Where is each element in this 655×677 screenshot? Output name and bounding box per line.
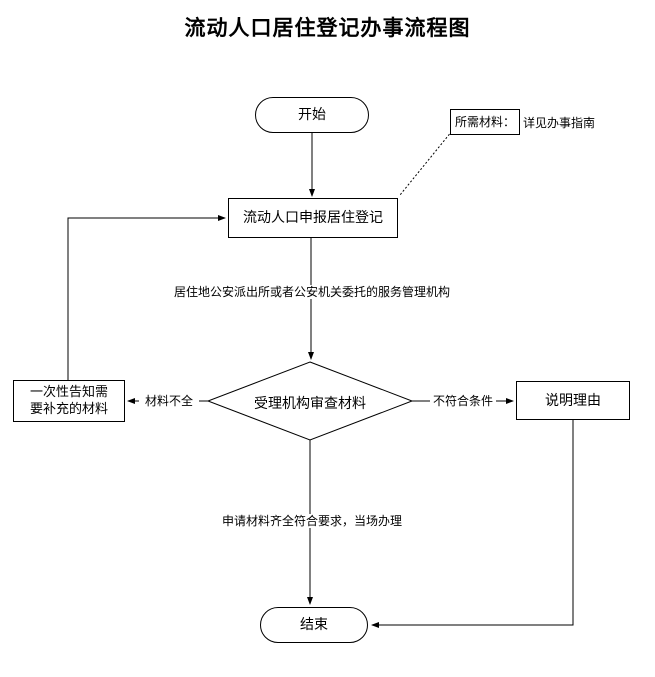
annotation-callout-line — [399, 130, 453, 196]
authority-edge-label: 居住地公安派出所或者公安机关委托的服务管理机构 — [157, 285, 467, 299]
edge-notify-to-apply — [67, 215, 226, 380]
materials-annotation-box: 所需材料： — [450, 109, 521, 135]
explain-reason-node: 说明理由 — [516, 381, 630, 420]
materials-annotation-text: 详见办事指南 — [523, 116, 596, 130]
page-title: 流动人口居住登记办事流程图 — [184, 15, 471, 40]
notify-missing-materials-node: 一次性告知需 要补充的材料 — [13, 380, 125, 422]
materials-annotation: 所需材料： 详见办事指南 — [450, 109, 595, 135]
end-node-label: 结束 — [300, 617, 328, 633]
review-decision-node: 受理机构审查材料 — [230, 393, 390, 413]
explain-reason-label: 说明理由 — [545, 392, 601, 409]
qualified-edge-label: 申请材料齐全符合要求，当场办理 — [212, 514, 412, 528]
apply-registration-node: 流动人口申报居住登记 — [228, 198, 398, 238]
start-node-label: 开始 — [298, 107, 326, 123]
apply-registration-label: 流动人口申报居住登记 — [243, 210, 383, 226]
start-node: 开始 — [255, 97, 369, 133]
notify-missing-materials-label: 一次性告知需 要补充的材料 — [29, 385, 108, 417]
review-decision-label: 受理机构审查材料 — [254, 396, 366, 412]
end-node: 结束 — [260, 607, 368, 643]
incomplete-materials-edge-label: 材料不全 — [139, 394, 199, 408]
edge-explain-to-end — [371, 420, 574, 628]
not-qualified-edge-label: 不符合条件 — [430, 394, 496, 408]
